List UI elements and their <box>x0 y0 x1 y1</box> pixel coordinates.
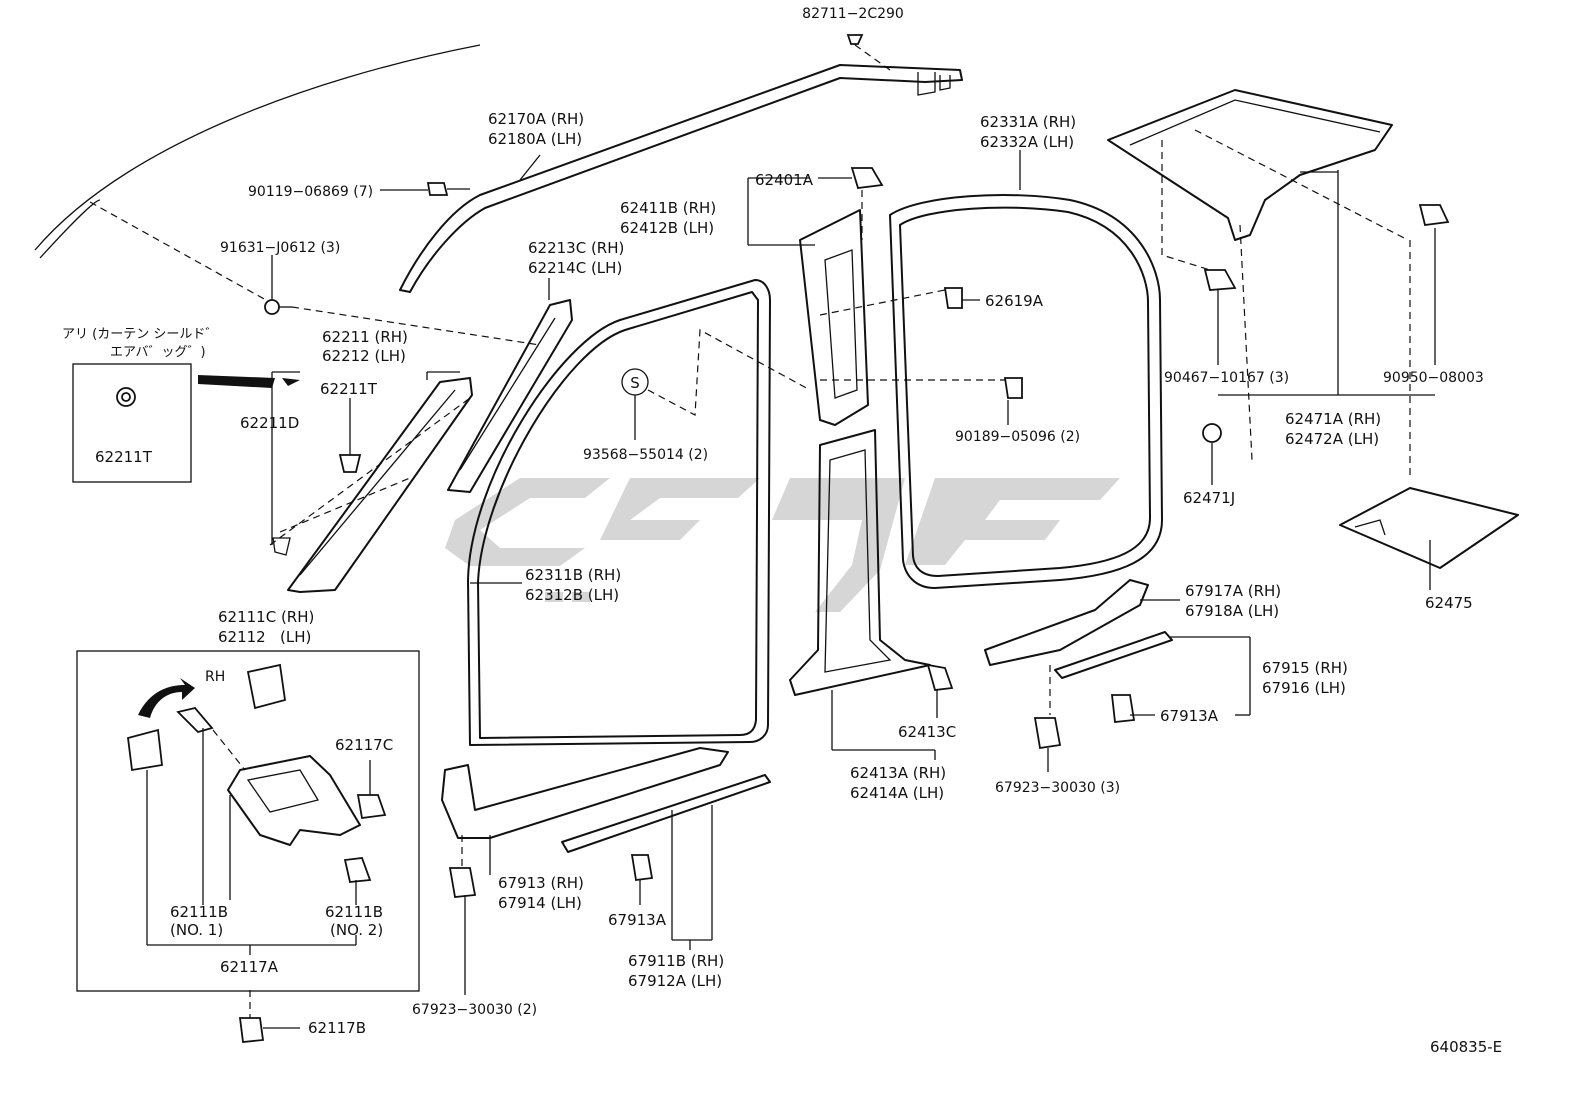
label-62471A: 62471A (RH) <box>1285 410 1381 428</box>
label-62332A: 62332A (LH) <box>980 133 1074 151</box>
airbag-inset <box>72 363 300 483</box>
label-62111B-1: 62111B <box>170 903 228 921</box>
label-67923-right: 67923−30030 (3) <box>995 780 1120 796</box>
label-90950: 90950−08003 <box>1383 370 1484 386</box>
figure-number: 640835-E <box>1430 1038 1502 1056</box>
label-93568: 93568−55014 (2) <box>583 447 708 463</box>
label-62211: 62211 (RH) <box>322 328 408 346</box>
label-62212: 62212 (LH) <box>322 347 406 365</box>
label-62117A: 62117A <box>220 958 279 976</box>
label-62401A: 62401A <box>755 171 814 189</box>
label-rh-tag: RH <box>205 669 225 685</box>
label-67915: 67915 (RH) <box>1262 659 1348 677</box>
label-62475: 62475 <box>1425 594 1473 612</box>
leader-lines <box>146 150 1436 995</box>
label-62412B: 62412B (LH) <box>620 219 714 237</box>
rear-door-weatherstrip <box>889 194 1163 589</box>
label-no1: (NO. 1) <box>170 921 223 939</box>
part-labels: 82711−2C290 62170A (RH) 62180A (LH) 9011… <box>62 6 1502 1056</box>
label-62211T: 62211T <box>320 380 378 398</box>
label-90467: 90467−10167 (3) <box>1164 370 1289 386</box>
label-82711: 82711−2C290 <box>802 6 904 22</box>
label-62117C: 62117C <box>335 736 393 754</box>
label-62413C: 62413C <box>898 723 956 741</box>
front-pillar-garnish <box>269 377 473 593</box>
label-67918A: 67918A (LH) <box>1185 602 1279 620</box>
label-airbag-note-1: アリ (カーテン シールド゛ <box>62 327 218 342</box>
label-62213C: 62213C (RH) <box>528 239 624 257</box>
label-62312B: 62312B (LH) <box>525 586 619 604</box>
label-67911B: 67911B (RH) <box>628 952 724 970</box>
clip-90189 <box>1003 377 1023 399</box>
center-pillar-lower <box>789 429 954 696</box>
label-62414A: 62414A (LH) <box>850 784 944 802</box>
clip-62117B <box>238 990 300 1043</box>
label-62112: 62112 (LH) <box>218 628 311 646</box>
tray-mat <box>1339 487 1519 569</box>
label-airbag-note-2: エアバ゛ッグ゛) <box>110 345 206 360</box>
label-67916: 67916 (LH) <box>1262 679 1346 697</box>
watermark-logo <box>445 478 1120 612</box>
clip-62619A <box>943 287 980 309</box>
label-62471J: 62471J <box>1183 489 1235 507</box>
clip-90467 <box>1203 269 1237 291</box>
label-62472A: 62472A (LH) <box>1285 430 1379 448</box>
label-91631: 91631−J0612 (3) <box>220 240 340 256</box>
rear-scuff-plate <box>984 579 1173 750</box>
clip-93568 <box>621 329 811 440</box>
front-door-weatherstrip <box>467 279 771 746</box>
label-62331A: 62331A (RH) <box>980 113 1076 131</box>
label-67913: 67913 (RH) <box>498 874 584 892</box>
pillar-garnish-62213C <box>447 299 573 493</box>
label-67917A: 67917A (RH) <box>1185 582 1281 600</box>
label-90119: 90119−06869 (7) <box>248 184 373 200</box>
label-62214C: 62214C (LH) <box>528 259 622 277</box>
label-62311B: 62311B (RH) <box>525 566 621 584</box>
label-62170A: 62170A (RH) <box>488 110 584 128</box>
label-62211T-inset: 62211T <box>95 448 153 466</box>
label-62211D: 62211D <box>240 414 299 432</box>
front-scuff-plate <box>441 747 771 898</box>
label-62619A: 62619A <box>985 292 1044 310</box>
clip-90950 <box>1418 204 1450 226</box>
label-62180A: 62180A (LH) <box>488 130 582 148</box>
label-67913A-center: 67913A <box>608 911 667 929</box>
center-pillar-upper <box>799 167 1005 426</box>
package-tray <box>1107 89 1411 480</box>
rivet-90119 <box>426 182 470 196</box>
label-90189: 90189−05096 (2) <box>955 429 1080 445</box>
kick-panel-inset <box>76 650 420 992</box>
label-s-symbol: S <box>630 374 640 392</box>
label-62413A: 62413A (RH) <box>850 764 946 782</box>
label-67923-center: 67923−30030 (2) <box>412 1002 537 1018</box>
label-62411B: 62411B (RH) <box>620 199 716 217</box>
label-62111B-2: 62111B <box>325 903 383 921</box>
label-62111C: 62111C (RH) <box>218 608 314 626</box>
label-no2: (NO. 2) <box>330 921 383 939</box>
label-67912A: 67912A (LH) <box>628 972 722 990</box>
clip-62471J <box>1202 423 1222 443</box>
roof-side-rail <box>399 34 963 293</box>
label-67914: 67914 (LH) <box>498 894 582 912</box>
label-67913A-right: 67913A <box>1160 707 1219 725</box>
roof-outline <box>34 44 481 306</box>
label-62117B: 62117B <box>308 1019 366 1037</box>
